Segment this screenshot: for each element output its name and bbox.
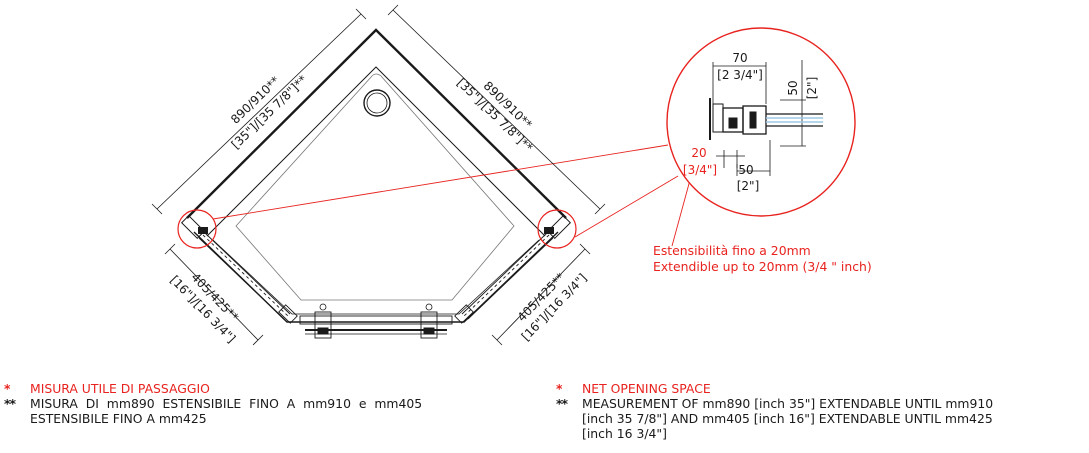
detail-dim-20-inch: [3/4"]: [683, 163, 717, 177]
left-door-panel: [198, 232, 291, 320]
dimension-lines: [151, 4, 606, 346]
detail-leader-lines: [212, 144, 691, 247]
right-profile-detail: [537, 209, 577, 249]
legend-it-measure-line1: MISURA DI mm890 ESTENSIBILE FINO A mm910…: [30, 396, 423, 411]
detail-dim-70: 70: [732, 51, 747, 65]
detail-dim-50-vertical: 50: [786, 80, 800, 95]
legend-english: * NET OPENING SPACE ** MEASUREMENT OF mm…: [556, 381, 1086, 441]
legend-en-net-opening: NET OPENING SPACE: [582, 381, 711, 396]
double-asterisk-marker: **: [4, 396, 16, 411]
single-asterisk-marker-en: *: [556, 381, 562, 396]
front-sliding-panel: [278, 303, 474, 339]
shower-tray-drawing: 890/910** [35"]/[35 7/8"]** 890/910** [3…: [151, 4, 872, 346]
left-profile-detail: [177, 209, 217, 249]
detail-dim-20: 20: [691, 146, 706, 160]
single-asterisk-marker: *: [4, 381, 10, 396]
zoom-detail: 70 [2 3/4"] 50 [2"] 20 [3/4"] 50 [2"]: [666, 27, 856, 217]
legend-en-measure-line3: [inch 16 3/4"]: [582, 426, 667, 441]
detail-dim-50-vertical-inch: [2"]: [805, 77, 819, 100]
legend-en-measure-line2: [inch 35 7/8"] AND mm405 [inch 16"] EXTE…: [582, 411, 993, 426]
right-door-panel: [461, 232, 554, 320]
legend-en-measure-line1: MEASUREMENT OF mm890 [inch 35"] EXTENDAB…: [582, 396, 994, 411]
legend-it-measure-line2: ESTENSIBILE FINO A mm425: [30, 411, 207, 426]
legend-it-net-opening: MISURA UTILE DI PASSAGGIO: [30, 381, 210, 396]
detail-dim-70-inch: [2 3/4"]: [717, 68, 763, 82]
detail-dim-50-horizontal-inch: [2"]: [737, 179, 760, 193]
extension-note-it: Estensibilità fino a 20mm: [653, 243, 811, 258]
detail-dim-50-horizontal: 50: [738, 163, 753, 177]
tray-inner-outline: [235, 73, 515, 301]
extension-note-en: Extendible up to 20mm (3/4 " inch): [653, 259, 872, 274]
legend-italian: * MISURA UTILE DI PASSAGGIO ** MISURA DI…: [4, 381, 524, 426]
drain-icon: [363, 89, 391, 117]
double-asterisk-marker-en: **: [556, 396, 568, 411]
